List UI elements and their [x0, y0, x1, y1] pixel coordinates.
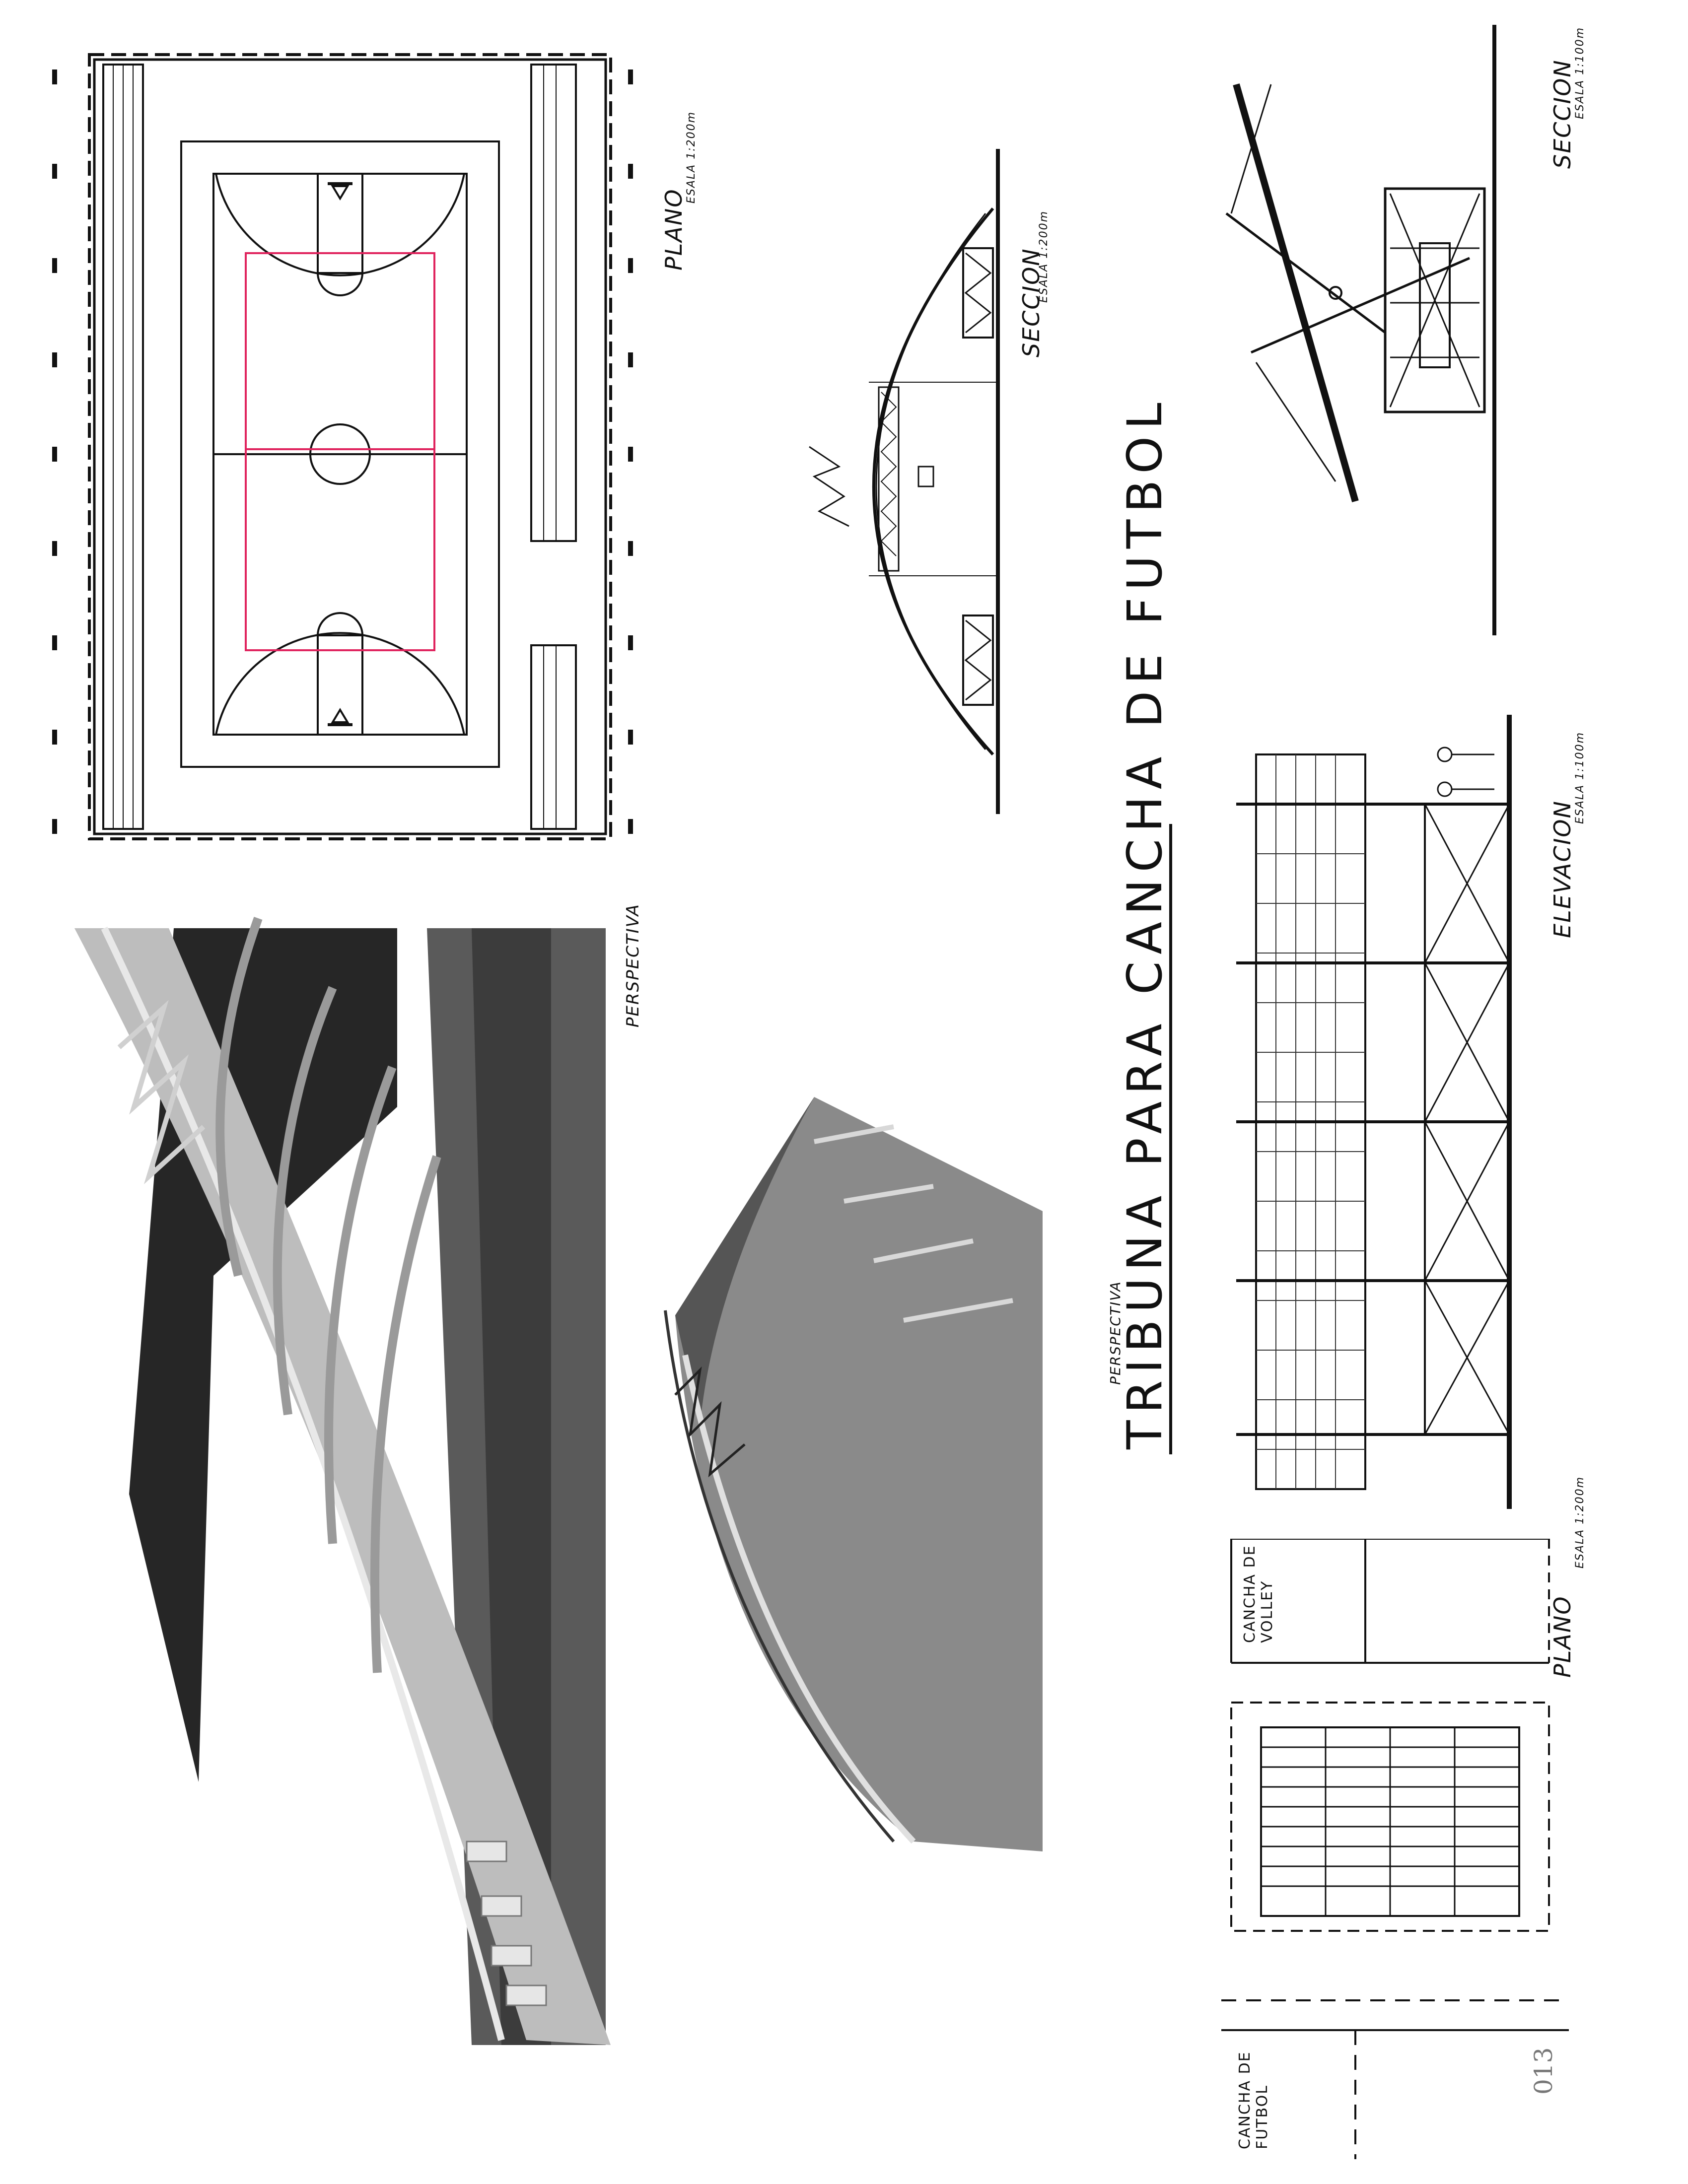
courts-site-plan: [1221, 1539, 1569, 2159]
grandstand-elevation: [1236, 715, 1512, 1509]
basketball-court-plan: [88, 53, 612, 840]
grid-markers: [52, 69, 57, 834]
label-plano-basket: PLANO: [660, 188, 687, 271]
label-elevacion: ELEVACION: [1549, 800, 1576, 938]
grandstand-section: [1225, 25, 1496, 635]
grid-markers-right: [628, 69, 633, 834]
scale-plano-canchas: ESALA 1:200m: [1574, 1476, 1586, 1569]
scale-elevacion: ESALA 1:100m: [1574, 731, 1586, 824]
perspective-render-small: [635, 1077, 1048, 1871]
scale-seccion-tribuna: ESALA 1:100m: [1574, 26, 1586, 119]
label-cancha-volley: CANCHA DE VOLLEY: [1241, 1545, 1276, 1643]
scale-seccion-arco: ESALA 1:200m: [1038, 210, 1050, 303]
perspective-render-large: [55, 898, 621, 2050]
page-title: TRIBUNA PARA CANCHA DE FUTBOL: [1117, 396, 1173, 1449]
label-perspectiva-1: PERSPECTIVA: [623, 903, 643, 1027]
label-seccion-tribuna: SECCION: [1549, 59, 1576, 169]
title-underline: [1169, 824, 1172, 1454]
scale-plano-basket: ESALA 1:200m: [685, 111, 698, 204]
label-plano-canchas: PLANO: [1549, 1595, 1576, 1678]
arch-section: [809, 149, 1000, 814]
label-cancha-futbol: CANCHA DE FUTBOL: [1236, 2051, 1271, 2149]
page-number: 013: [1529, 2047, 1558, 2095]
